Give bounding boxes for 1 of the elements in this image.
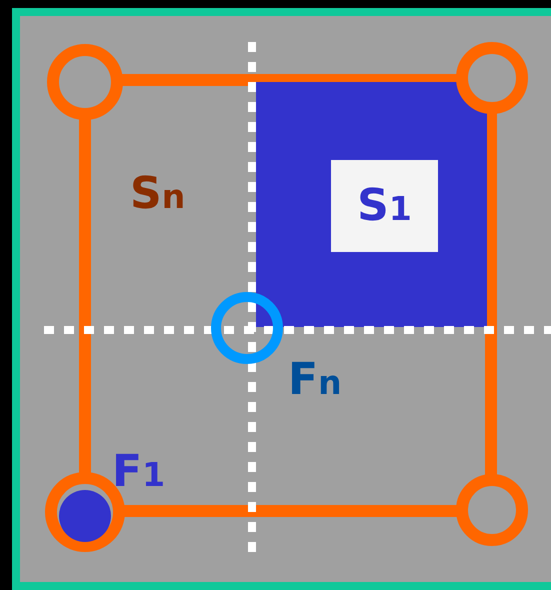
label-card	[331, 160, 438, 252]
